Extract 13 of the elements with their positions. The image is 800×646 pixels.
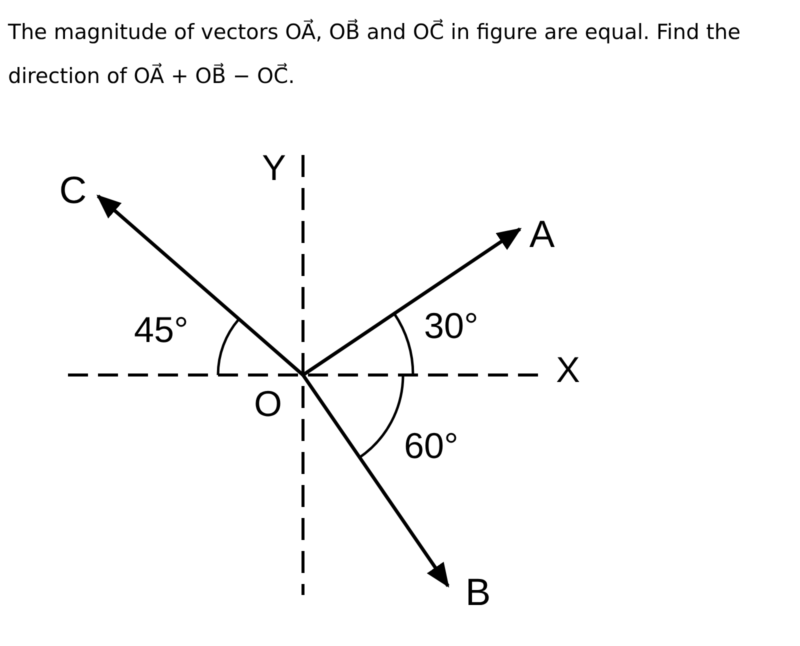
vector-label: C bbox=[52, 168, 94, 214]
vector-label: A bbox=[522, 212, 562, 258]
vector-arrow bbox=[302, 374, 450, 588]
vector-arrow bbox=[302, 228, 522, 376]
diagram-label: O bbox=[254, 386, 282, 422]
diagram-label: Y bbox=[262, 150, 286, 186]
diagram-label: 30° bbox=[424, 308, 478, 344]
diagram-label: 45° bbox=[134, 312, 188, 348]
question-text: The magnitude of vectors OA⃗, OB⃗ and OC⃗ in figure are equal. Find the direction of OA⃗ + OB⃗ − OC⃗. bbox=[8, 18, 742, 90]
vector-label: B bbox=[458, 570, 498, 616]
diagram-label: 60° bbox=[404, 428, 458, 464]
vector-arrow bbox=[96, 194, 304, 376]
diagram-label: X bbox=[556, 352, 580, 388]
